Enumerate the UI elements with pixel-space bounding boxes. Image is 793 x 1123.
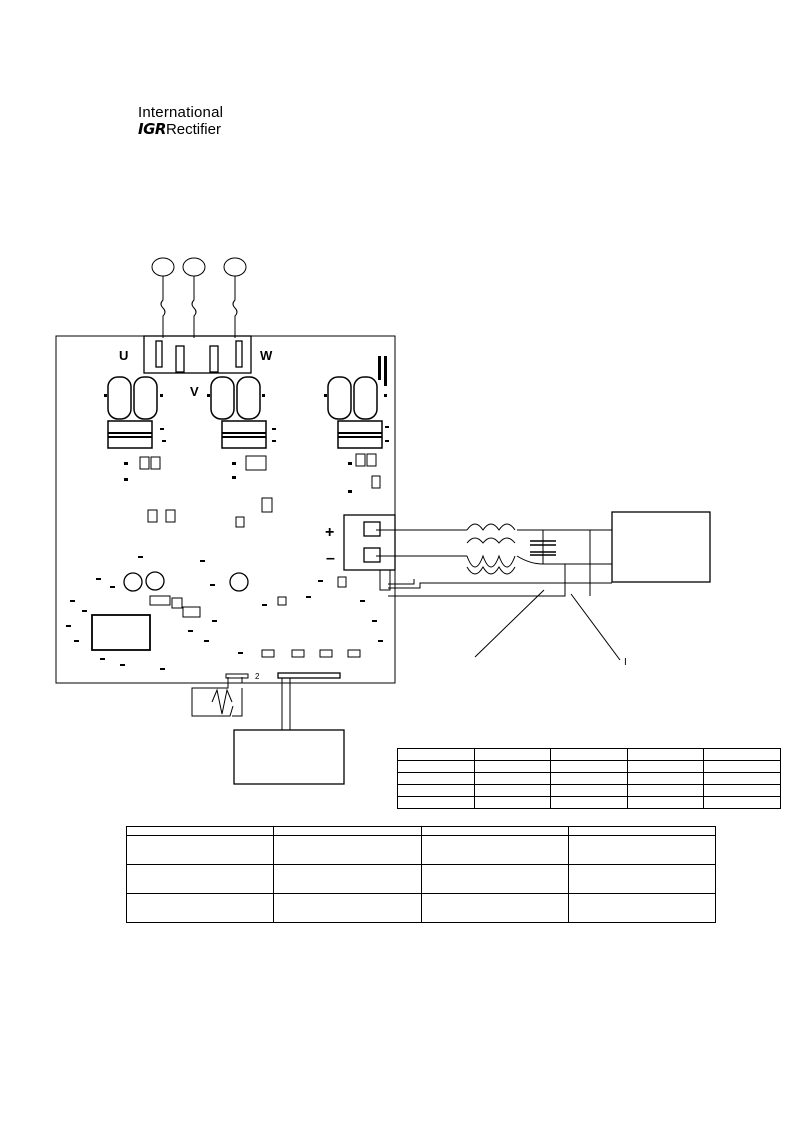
table-row xyxy=(125,893,717,923)
pointer-label-i: I xyxy=(624,657,627,668)
dc-plus-label: + xyxy=(325,524,334,541)
filter-capacitor xyxy=(530,540,556,556)
logo-line-rectifier: IGRRectifier xyxy=(138,120,238,139)
dc-power-supply-box xyxy=(611,511,711,583)
interface-cable xyxy=(277,672,341,730)
logo-brand-mark: IGR xyxy=(138,120,166,138)
component-table-small xyxy=(397,748,781,809)
component-table-large xyxy=(125,826,717,923)
phase-u-label: U xyxy=(119,348,128,363)
common-mode-choke xyxy=(466,523,516,575)
phase-w-terminal xyxy=(223,257,247,277)
smd-components xyxy=(91,453,391,658)
phase-v-terminal xyxy=(182,257,206,277)
logo-rectifier-text: Rectifier xyxy=(165,121,221,138)
electrolytic-capacitors xyxy=(123,571,249,592)
table-row xyxy=(397,748,781,761)
dc-minus-label: – xyxy=(326,550,335,567)
logo-line-international: International xyxy=(138,104,224,121)
dc-bus-wiring xyxy=(376,529,612,597)
brake-resistor xyxy=(191,673,249,717)
silkscreen-marks xyxy=(66,356,389,670)
pointer-lines xyxy=(474,589,621,661)
phase-u-terminal xyxy=(151,257,175,277)
company-logo: International IGRRectifier xyxy=(138,104,238,138)
bus-capacitors xyxy=(107,376,378,420)
table-row xyxy=(397,796,781,809)
connector-pin-label: 2 xyxy=(255,672,260,681)
output-connector xyxy=(143,335,252,374)
table-row xyxy=(125,835,717,865)
shunt-resistors xyxy=(107,420,383,449)
control-interface-box xyxy=(233,729,345,785)
dc-input-terminal xyxy=(343,514,396,571)
motor-phase-circles xyxy=(151,257,247,338)
table-row xyxy=(397,784,781,797)
table-row xyxy=(397,772,781,785)
phase-w-label: W xyxy=(260,348,273,363)
table-header-row xyxy=(125,826,717,836)
table-row xyxy=(397,760,781,773)
pcb-board-outline xyxy=(55,335,396,684)
phase-v-label: V xyxy=(190,384,199,399)
table-row xyxy=(125,864,717,894)
